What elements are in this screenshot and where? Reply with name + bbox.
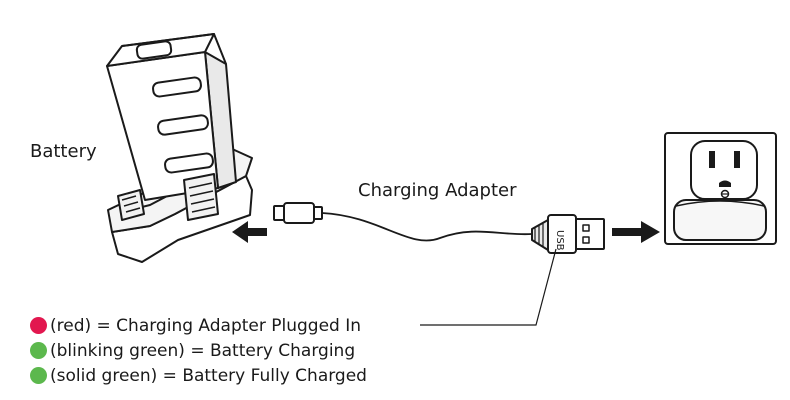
usb-label: USB (554, 230, 565, 251)
legend-item-solid-green: (solid green) = Battery Fully Charged (30, 363, 367, 388)
green-dot-icon (30, 367, 47, 384)
green-dot-icon (30, 342, 47, 359)
legend-item-red: (red) = Charging Adapter Plugged In (30, 313, 367, 338)
legend-text-solid-green: (solid green) = Battery Fully Charged (50, 365, 367, 386)
led-status-legend: (red) = Charging Adapter Plugged In (bli… (30, 313, 367, 388)
legend-item-blinking-green: (blinking green) = Battery Charging (30, 338, 367, 363)
charging-adapter-label: Charging Adapter (358, 180, 517, 201)
charging-cable (273, 202, 605, 254)
battery-label: Battery (30, 141, 97, 162)
wall-outlet (664, 132, 777, 245)
indicator-leader-line (420, 248, 557, 326)
legend-text-blinking-green: (blinking green) = Battery Charging (50, 340, 356, 361)
battery-illustration (106, 33, 253, 263)
legend-text-red: (red) = Charging Adapter Plugged In (50, 315, 362, 336)
arrow-to-outlet (612, 221, 660, 243)
red-dot-icon (30, 317, 47, 334)
arrow-to-battery (232, 221, 267, 243)
